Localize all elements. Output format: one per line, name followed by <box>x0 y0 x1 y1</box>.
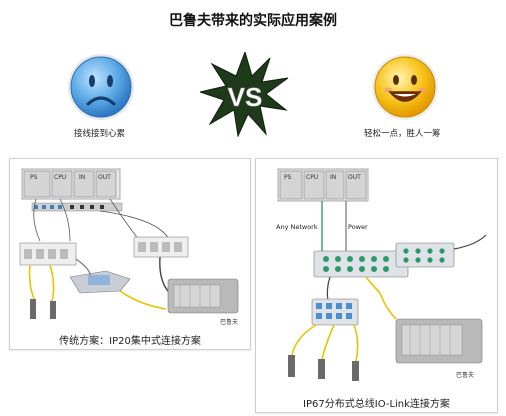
traditional-solution-panel: PS CPU IN OUT <box>9 158 251 350</box>
brand-watermark: 巴鲁夫 <box>456 371 474 379</box>
io-link-wiring-diagram: PS CPU IN OUT Any Network Power <box>276 168 487 381</box>
power-label: Power <box>348 223 368 231</box>
io-link-solution-panel: PS CPU IN OUT Any Network Power <box>255 158 498 413</box>
plc-in-label: IN <box>79 174 85 181</box>
plc-cpu-label: CPU <box>54 174 66 181</box>
page-title: 巴鲁夫带来的实际应用案例 <box>169 13 337 29</box>
plc-out-label: OUT <box>348 174 361 181</box>
sad-face-icon <box>66 52 136 122</box>
traditional-solution-caption: 传统方案：IP20集中式连接方案 <box>59 336 201 347</box>
vs-badge-icon: VS <box>198 50 290 138</box>
happy-face-icon <box>370 52 440 122</box>
plc-cpu-label: CPU <box>306 174 318 181</box>
network-label: Any Network <box>276 223 318 231</box>
sad-face-caption: 接线接到心累 <box>74 129 126 139</box>
plc-in-label: IN <box>330 174 336 181</box>
vs-text: VS <box>228 82 263 112</box>
traditional-wiring-diagram: PS CPU IN OUT <box>19 168 239 326</box>
plc-ps-label: PS <box>30 174 38 181</box>
brand-watermark: 巴鲁夫 <box>220 318 238 326</box>
happy-face-caption: 轻松一点，胜人一筹 <box>364 129 441 139</box>
plc-out-label: OUT <box>98 174 111 181</box>
plc-ps-label: PS <box>284 174 292 181</box>
io-link-solution-caption: IP67分布式总线IO-Link连接方案 <box>303 399 450 410</box>
